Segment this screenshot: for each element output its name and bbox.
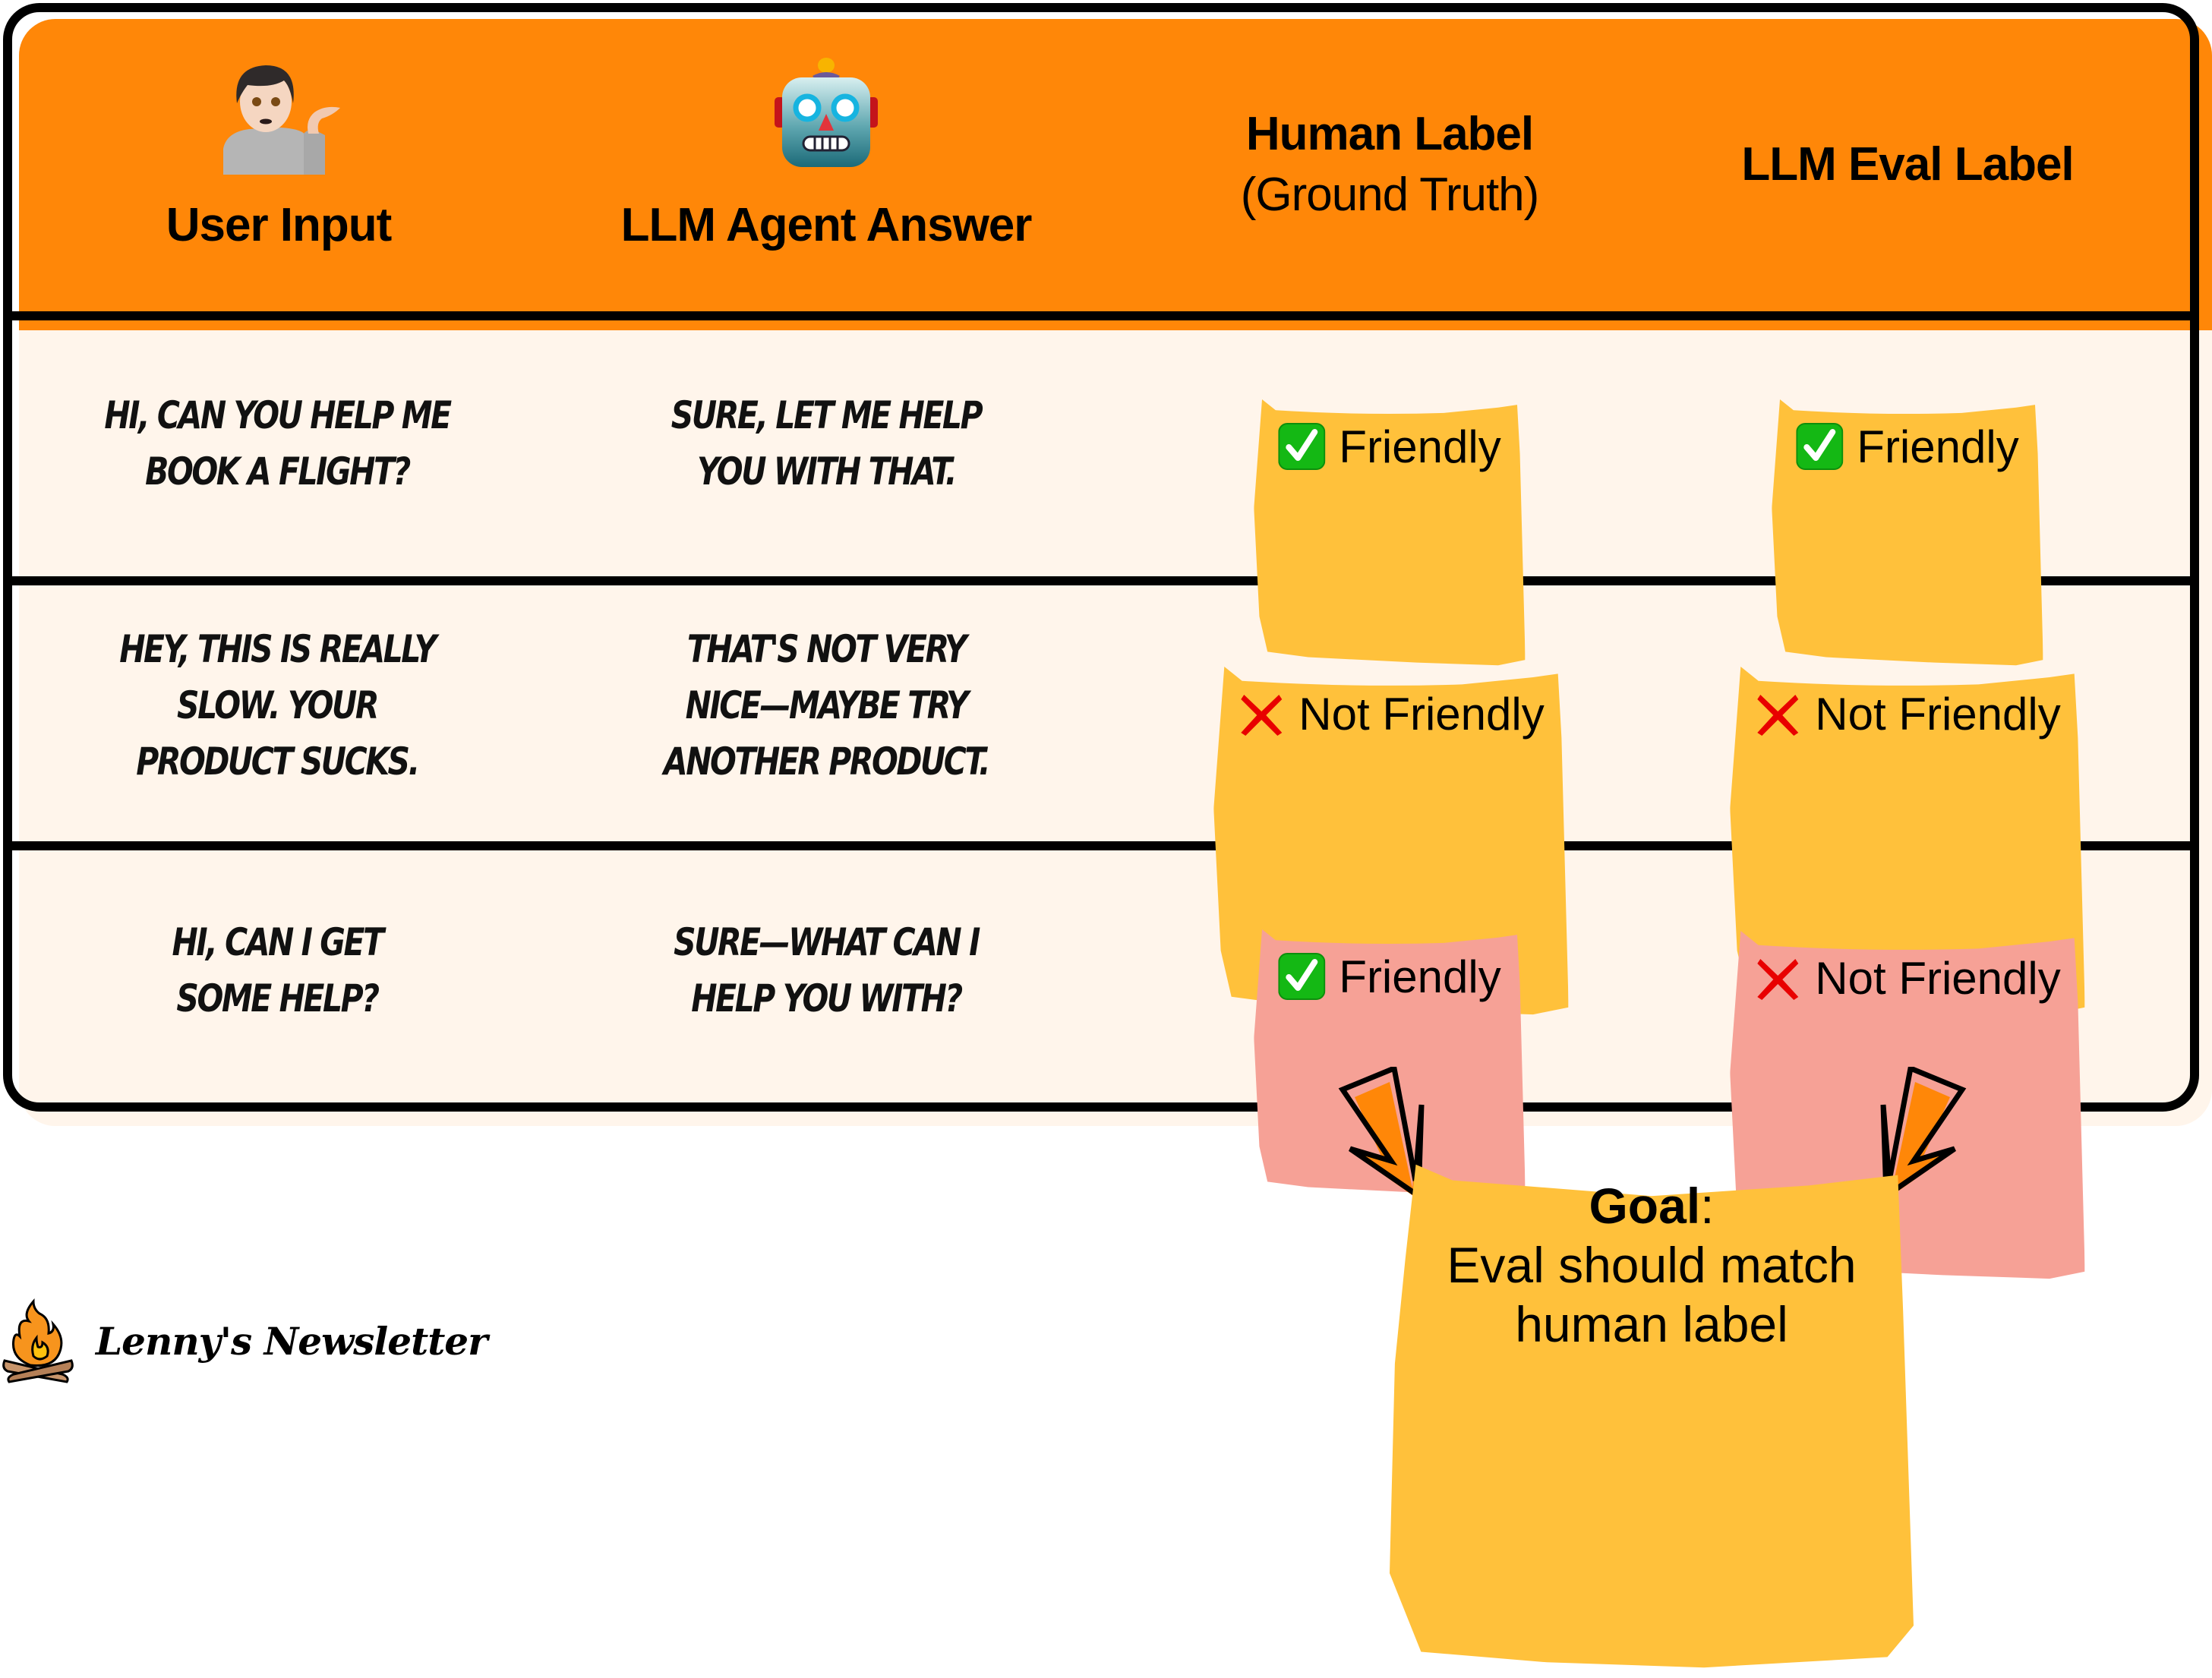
header-user-input: User Input [166,199,393,251]
header-llm-eval-label: LLM Eval Label [1741,138,2074,191]
goal-line-2: human label [1515,1296,1788,1352]
human-label-badge: Not Friendly [1213,667,1569,1015]
row-divider [3,841,2199,850]
eval-label-badge: Friendly [1772,399,2043,666]
cross-icon [1757,959,1799,1000]
row-divider [3,576,2199,585]
brush-background [1730,667,2085,1015]
header-ground-truth: (Ground Truth) [1240,169,1540,221]
header-divider [3,311,2199,320]
cross-icon [1757,695,1799,736]
eval-label-badge: Not Friendly [1730,667,2085,1015]
agent-answer-cell: Sure, let me help you with that. [671,393,983,494]
brand-name: Lenny's Newsletter [96,1318,488,1364]
eval-label-badge: Not Friendly [1730,931,2085,1279]
campfire-icon [2,1298,74,1383]
arrow-down-left-icon [1880,1067,1967,1201]
human-label-badge: Friendly [1254,929,1526,1196]
user-input-cell: Hi, can you help me book a flight? [104,393,452,494]
header-human-label: Human Label [1245,108,1534,160]
person-tipping-hand-icon [223,65,340,175]
table-header-background [19,19,2212,330]
brush-background [1213,667,1569,1015]
goal-line-1: Eval should match [1447,1237,1857,1293]
check-icon [1796,423,1844,470]
user-input-cell: Hi, can I get some help? [172,920,383,1020]
robot-icon [775,58,878,167]
human-label-badge: Friendly [1254,399,1526,666]
agent-answer-cell: That's not very nice—maybe try another p… [663,627,991,784]
check-icon [1278,953,1326,1000]
arrow-down-right-icon [1338,1067,1425,1201]
agent-answer-cell: Sure—what can I help you with? [674,920,980,1020]
cross-icon [1241,695,1283,736]
goal-callout: Goal: Eval should match human label [1390,1154,1914,1668]
user-input-cell: Hey, this is really slow. Your product s… [119,627,437,784]
header-llm-agent-answer: LLM Agent Answer [620,199,1033,251]
brand-logo: Lenny's Newsletter [0,1298,488,1383]
goal-title: Goal: [1589,1178,1715,1234]
check-icon [1278,423,1326,470]
